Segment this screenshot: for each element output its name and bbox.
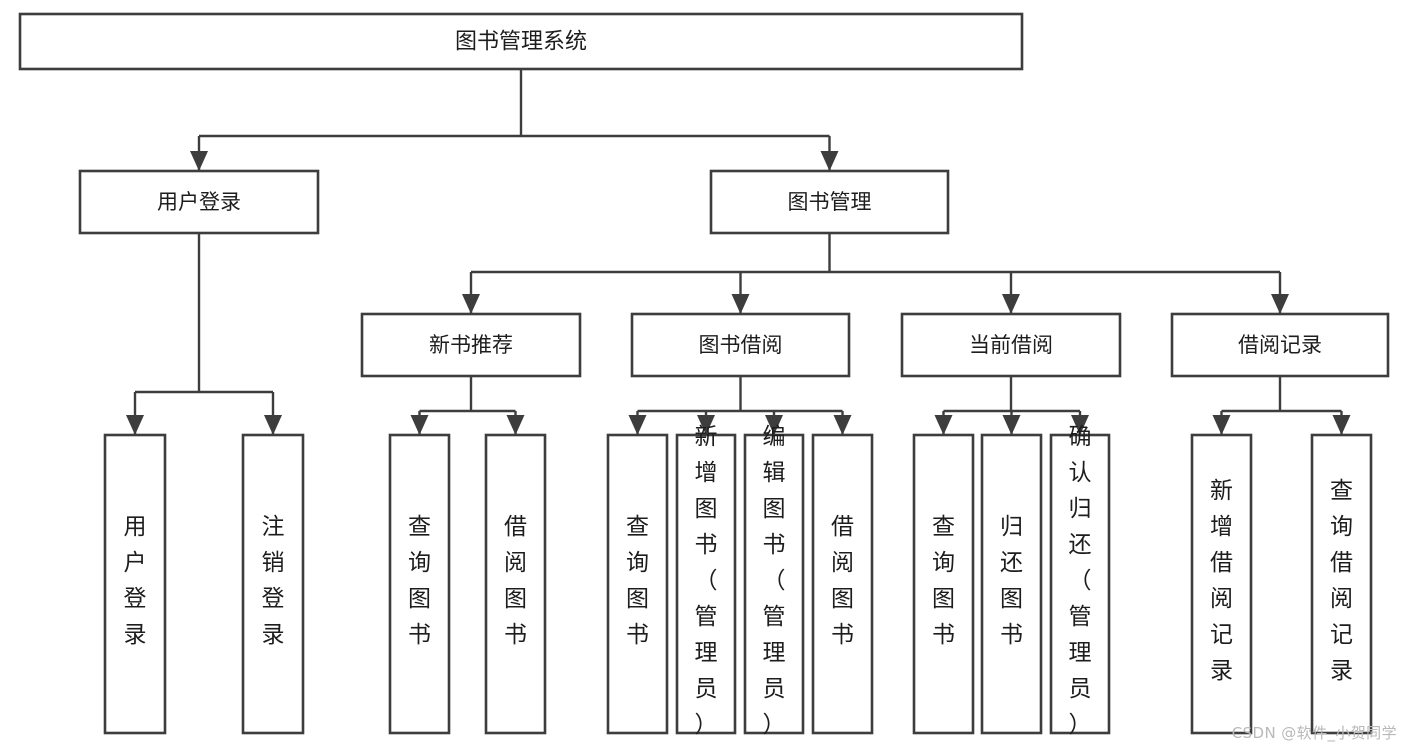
node-box [709,169,950,235]
node-box [1170,312,1390,378]
node-label: 查询借阅记录 [1330,478,1353,684]
node-label: 归还图书 [1000,514,1023,648]
arrow-down-icon [264,415,282,435]
node-label: 编辑图书（管理员） [763,424,786,738]
arrow-down-icon [731,294,750,314]
node-leaf-query-book-2[interactable]: 查询图书 [606,433,669,735]
node-box [675,433,737,735]
node-box [360,312,582,378]
node-leaf-add-record[interactable]: 新增借阅记录 [1190,433,1253,735]
node-leaf-query-book-1[interactable]: 查询图书 [388,433,451,735]
node-box [18,12,1024,71]
arrow-down-icon [126,415,144,435]
node-box [606,433,669,735]
arrow-down-icon [1002,415,1021,435]
node-box [388,433,451,735]
node-box [811,433,874,735]
node-leaf-borrow-book-2[interactable]: 借阅图书 [811,433,874,735]
node-label: 用户登录 [124,514,147,648]
node-leaf-user-login[interactable]: 用户登录 [103,433,167,735]
node-label: 借阅图书 [504,514,527,648]
node-box [1190,433,1253,735]
node-label: 图书管理系统 [455,30,587,55]
arrow-down-icon [506,415,525,435]
arrow-down-icon [820,151,839,171]
node-box [900,312,1122,378]
node-label: 查询图书 [408,514,431,648]
node-box [1310,433,1373,735]
arrow-down-icon [1071,415,1089,435]
arrow-down-icon [1271,294,1289,314]
node-book-borrow[interactable]: 图书借阅 [630,312,851,378]
arrow-down-icon [410,415,429,435]
node-label: 查询图书 [932,514,955,648]
arrow-down-icon [1332,415,1351,435]
node-current-borrow[interactable]: 当前借阅 [900,312,1122,378]
arrow-down-icon [190,151,208,171]
node-leaf-confirm-return[interactable]: 确认归还（管理员） [1049,424,1111,738]
node-box [980,433,1043,735]
arrow-down-icon [462,294,480,314]
node-box [630,312,851,378]
node-new-book-rec[interactable]: 新书推荐 [360,312,582,378]
node-box [484,433,547,735]
node-leaf-query-record[interactable]: 查询借阅记录 [1310,433,1373,735]
csdn-watermark: CSDN @软件_小贺同学 [1231,724,1397,742]
node-leaf-borrow-book-1[interactable]: 借阅图书 [484,433,547,735]
node-label: 图书管理 [788,190,872,214]
diagram-nodes: 图书管理系统用户登录图书管理新书推荐图书借阅当前借阅借阅记录用户登录注销登录查询… [18,12,1390,738]
node-leaf-logout[interactable]: 注销登录 [241,433,305,735]
node-leaf-add-book[interactable]: 新增图书（管理员） [675,424,737,738]
arrow-down-icon [1002,294,1020,314]
node-label: 借阅记录 [1238,333,1322,357]
node-box [241,433,305,735]
node-label: 当前借阅 [969,333,1053,357]
node-label: 注销登录 [262,514,285,648]
node-label: 借阅图书 [831,514,854,648]
node-box [743,433,805,735]
arrow-down-icon [628,415,647,435]
node-leaf-query-book-3[interactable]: 查询图书 [912,433,975,735]
node-leaf-edit-book[interactable]: 编辑图书（管理员） [743,424,805,738]
connector-edges [126,69,1351,435]
node-book-manage[interactable]: 图书管理 [709,169,950,235]
arrow-down-icon [934,415,953,435]
node-borrow-record[interactable]: 借阅记录 [1170,312,1390,378]
node-label: 新增图书（管理员） [695,424,718,738]
node-label: 用户登录 [157,190,241,214]
node-leaf-return-book[interactable]: 归还图书 [980,433,1043,735]
node-box [78,169,320,235]
node-user-login[interactable]: 用户登录 [78,169,320,235]
node-label: 新书推荐 [429,333,513,357]
node-label: 查询图书 [626,514,649,648]
node-label: 图书借阅 [699,333,783,357]
node-box [912,433,975,735]
node-box [1049,433,1111,735]
node-label: 新增借阅记录 [1210,478,1233,684]
node-root[interactable]: 图书管理系统 [18,12,1024,71]
arrow-down-icon [833,415,852,435]
arrow-down-icon [697,415,715,435]
node-label: 确认归还（管理员） [1069,424,1092,738]
node-box [103,433,167,735]
arrow-down-icon [1212,415,1231,435]
arrow-down-icon [765,415,783,435]
